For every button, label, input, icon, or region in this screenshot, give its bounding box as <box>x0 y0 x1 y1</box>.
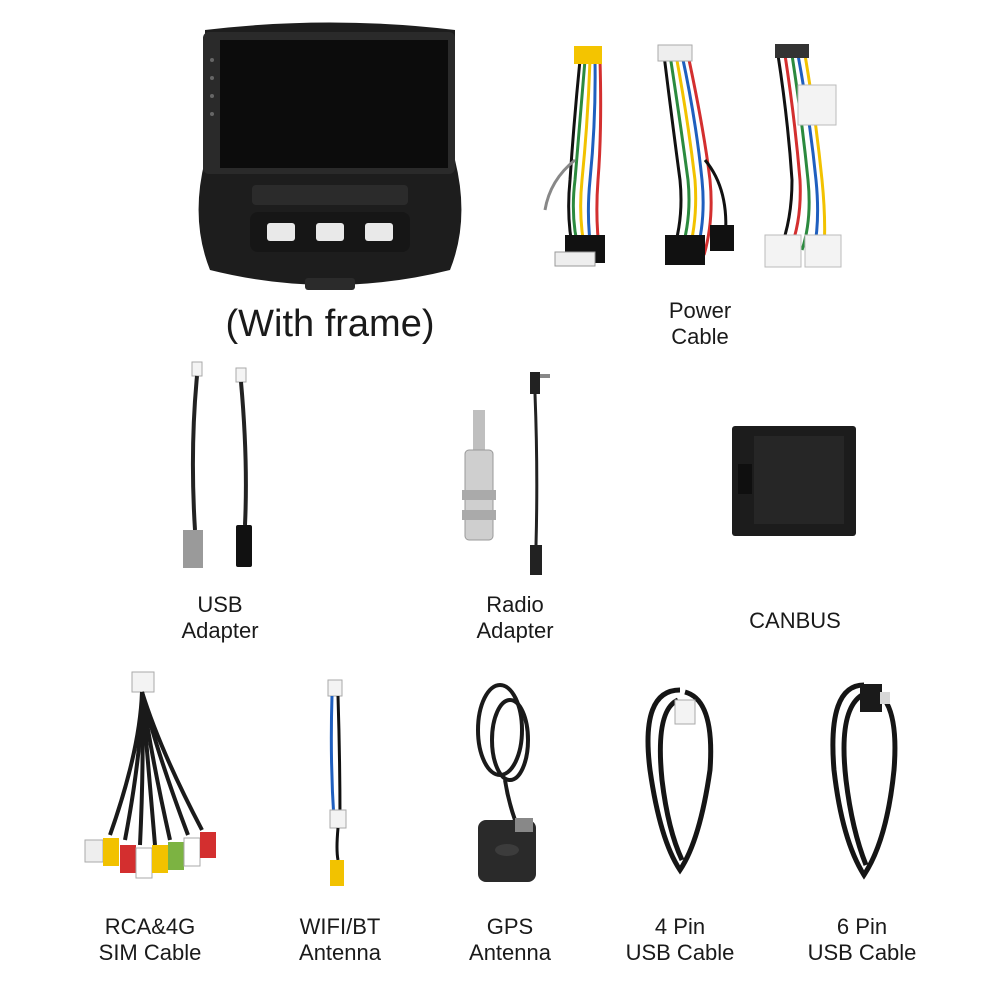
wifi-bt-antenna-label-line1: WIFI/BT <box>299 914 381 939</box>
gps-antenna-label: GPS Antenna <box>420 914 600 966</box>
usb-adapter-label: USB Adapter <box>130 592 310 644</box>
usb-adapter: USB Adapter <box>150 360 290 650</box>
power-cable: Power Cable <box>530 40 860 360</box>
gps-antenna-label-line1: GPS <box>486 914 534 939</box>
usb-4pin-cable-label-line2: USB Cable <box>625 940 735 965</box>
gps-antenna-image <box>476 683 536 882</box>
gps-antenna: GPS Antenna <box>420 670 600 990</box>
radio-adapter: Radio Adapter <box>440 370 590 650</box>
wifi-bt-antenna-label-line2: Antenna <box>299 940 381 965</box>
usb-6pin-cable-label-line1: 6 Pin <box>836 914 888 939</box>
head-unit-label: (With frame) <box>225 303 435 345</box>
usb-adapter-label-line2: Adapter <box>181 618 259 643</box>
power-cable-label: Power Cable <box>610 298 790 350</box>
canbus-box-image <box>732 426 856 536</box>
gps-antenna-label-line2: Antenna <box>469 940 551 965</box>
head-unit-image <box>198 22 462 290</box>
usb-adapter-label-line1: USB <box>197 592 243 617</box>
power-cable-label-line1: Power <box>668 298 732 323</box>
radio-adapter-label-line1: Radio <box>486 592 544 617</box>
rca-sim-cable-label: RCA&4G SIM Cable <box>60 914 240 966</box>
usb-6pin-cable-image <box>830 682 898 880</box>
radio-adapter-label-line2: Adapter <box>476 618 554 643</box>
radio-adapter-label: Radio Adapter <box>425 592 605 644</box>
power-cable-image <box>543 44 842 268</box>
wifi-bt-antenna-label: WIFI/BT Antenna <box>250 914 430 966</box>
usb-4pin-cable-label-line1: 4 Pin <box>654 914 706 939</box>
canbus-label: CANBUS <box>749 608 841 633</box>
wifi-bt-antenna-image <box>327 679 347 886</box>
usb-6pin-cable-label-line2: USB Cable <box>807 940 917 965</box>
head-unit-with-frame: (With frame) <box>180 20 480 345</box>
usb-4pin-cable: 4 Pin USB Cable <box>590 670 770 990</box>
power-cable-label-line2: Cable <box>671 324 729 349</box>
rca-sim-cable: RCA&4G SIM Cable <box>70 670 230 990</box>
radio-adapter-image <box>462 372 550 575</box>
usb-6pin-cable: 6 Pin USB Cable <box>772 670 952 990</box>
rca-sim-cable-label-line2: SIM Cable <box>98 940 202 965</box>
rca-sim-cable-label-line1: RCA&4G <box>104 914 196 939</box>
usb-6pin-cable-label: 6 Pin USB Cable <box>772 914 952 966</box>
rca-sim-cable-image <box>84 671 216 879</box>
usb-adapter-image <box>183 361 252 568</box>
wifi-bt-antenna: WIFI/BT Antenna <box>250 670 430 990</box>
usb-4pin-cable-label: 4 Pin USB Cable <box>590 914 770 966</box>
canbus: CANBUS <box>720 420 870 640</box>
usb-4pin-cable-image <box>645 687 714 875</box>
